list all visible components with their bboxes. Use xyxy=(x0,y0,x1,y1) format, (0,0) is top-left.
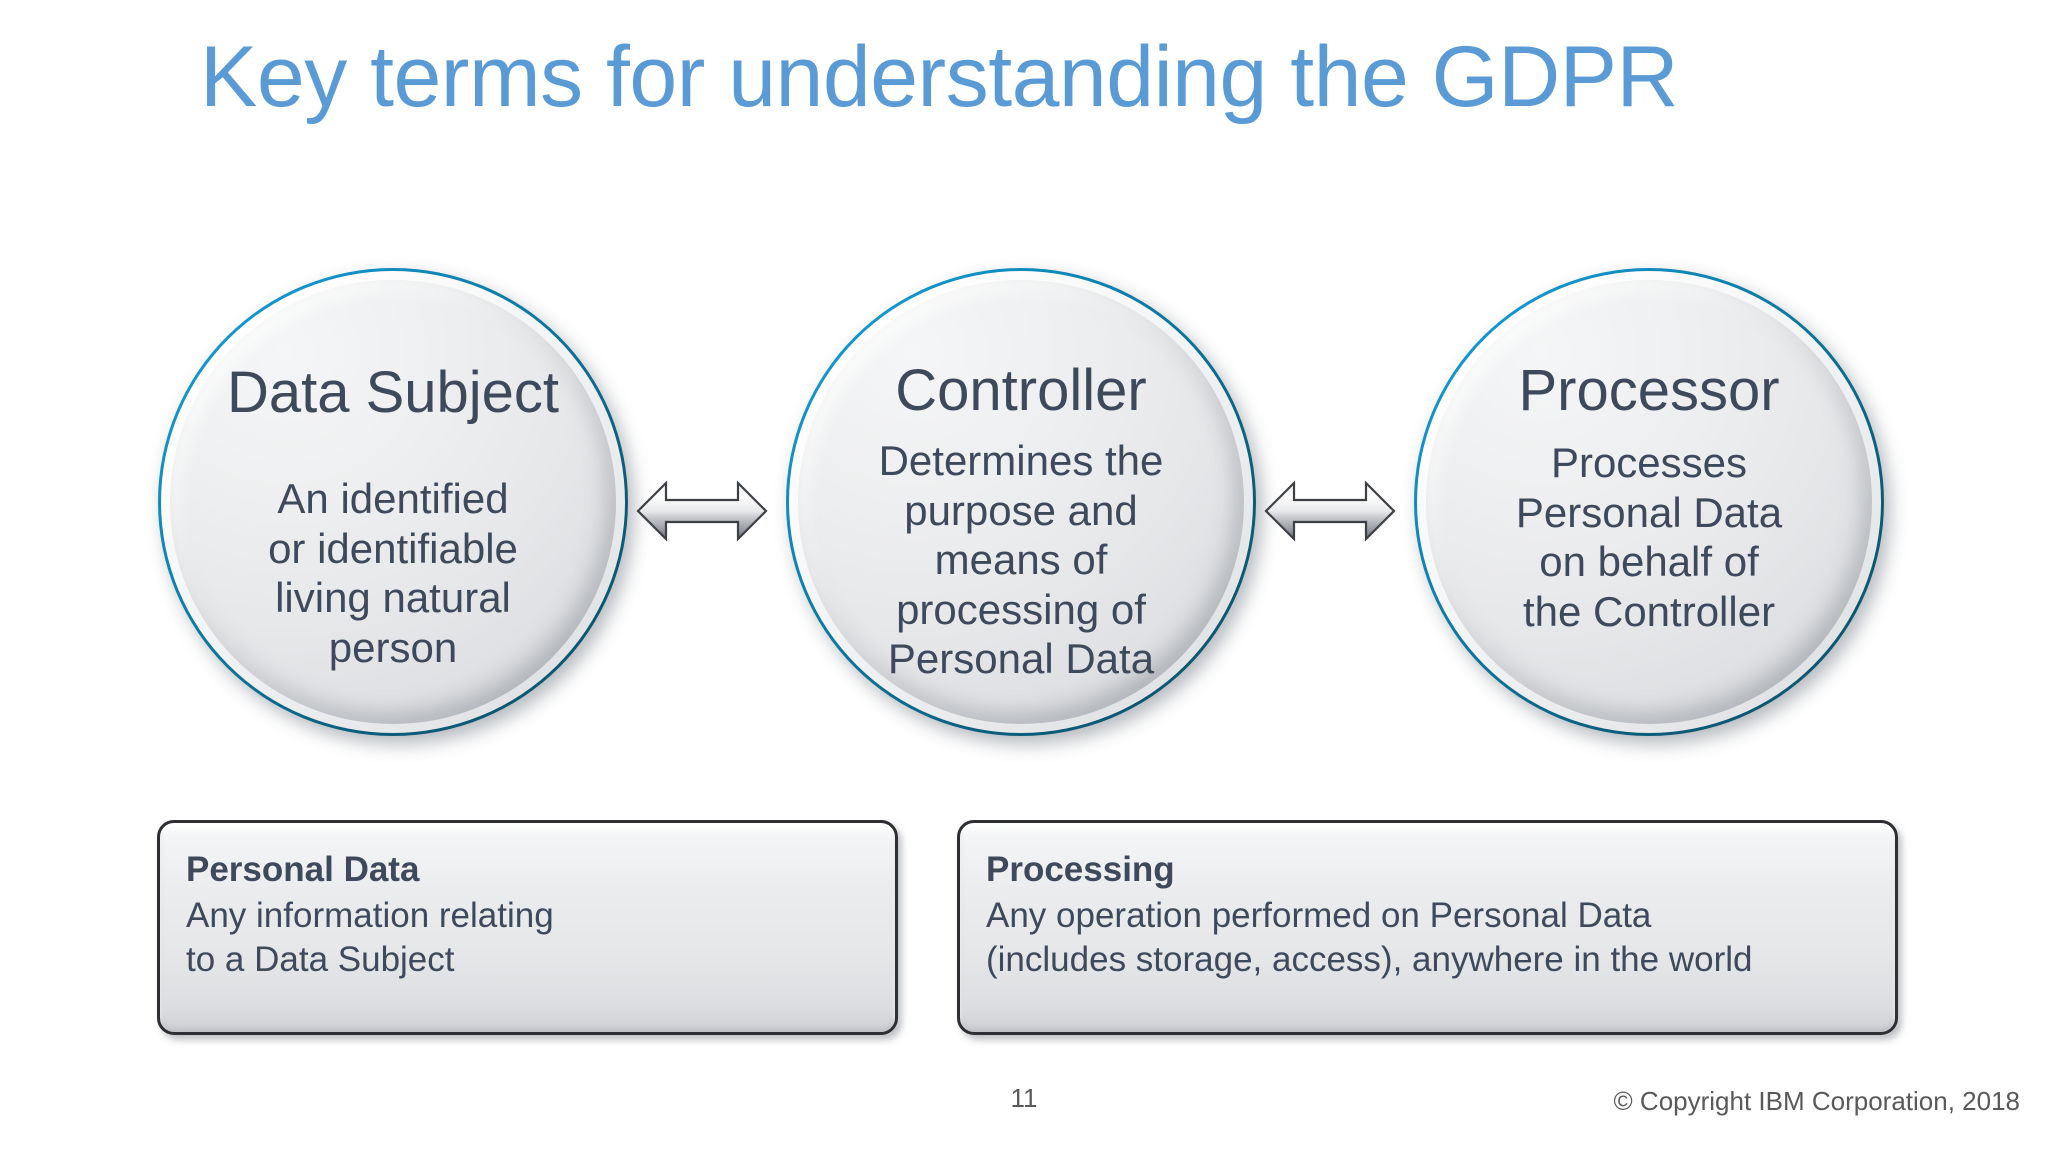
circle-face: Processor Processes Personal Data on beh… xyxy=(1426,280,1872,724)
circle-body-line: Processes xyxy=(1550,439,1748,486)
circle-body-line: Personal Data xyxy=(1515,488,1783,536)
circle-heading-controller: Controller xyxy=(895,358,1147,423)
definition-box-line: to a Data Subject xyxy=(186,940,455,980)
double-headed-arrow-icon xyxy=(1264,473,1396,549)
circle-body-line: or identifiable xyxy=(268,524,518,572)
circle-processor[interactable]: Processor Processes Personal Data on beh… xyxy=(1414,268,1884,736)
definition-box-personal-data[interactable]: Personal Data Any information relating t… xyxy=(157,820,898,1035)
circle-body-controller: Determines the purpose and means of proc… xyxy=(879,436,1164,684)
circle-highlight-ring: Controller Determines the purpose and me… xyxy=(789,271,1253,733)
circle-highlight-ring: Data Subject An identified or identifiab… xyxy=(161,271,625,733)
circle-body-line: Personal Data xyxy=(887,635,1155,683)
definition-box-processing[interactable]: Processing Any operation performed on Pe… xyxy=(957,820,1898,1035)
copyright-notice: © Copyright IBM Corporation, 2018 xyxy=(1613,1086,2020,1116)
definition-box-line: Any information relating xyxy=(186,895,554,935)
circle-data-subject[interactable]: Data Subject An identified or identifiab… xyxy=(158,268,628,736)
circle-face: Data Subject An identified or identifiab… xyxy=(170,280,616,724)
circle-body-line: Determines the xyxy=(878,437,1164,484)
page-title: Key terms for understanding the GDPR xyxy=(200,29,1679,125)
circle-body-data-subject: An identified or identifiable living nat… xyxy=(268,474,518,672)
circle-body-line: living natural xyxy=(275,574,511,622)
circle-body-line: An identified xyxy=(277,475,509,522)
definition-box-line: (includes storage, access), anywhere in … xyxy=(986,940,1753,980)
circle-body-line: the Controller xyxy=(1522,587,1776,635)
double-headed-arrow-icon xyxy=(636,473,768,549)
circle-face: Controller Determines the purpose and me… xyxy=(798,280,1244,724)
circle-controller[interactable]: Controller Determines the purpose and me… xyxy=(786,268,1256,736)
circle-heading-processor: Processor xyxy=(1518,358,1780,423)
definition-box-line: Any operation performed on Personal Data xyxy=(986,895,1652,935)
circle-body-line: on behalf of xyxy=(1539,538,1759,586)
definition-box-title: Personal Data xyxy=(186,850,420,889)
circle-highlight-ring: Processor Processes Personal Data on beh… xyxy=(1417,271,1881,733)
definition-box-title: Processing xyxy=(986,850,1175,889)
circle-body-line: person xyxy=(328,623,458,671)
circle-heading-data-subject: Data Subject xyxy=(226,360,560,425)
circle-body-line: purpose and xyxy=(904,486,1138,534)
circle-body-line: processing of xyxy=(896,585,1146,633)
circle-body-line: means of xyxy=(934,536,1108,584)
circle-body-processor: Processes Personal Data on behalf of the… xyxy=(1516,438,1782,636)
page-number: 11 xyxy=(1010,1083,1038,1113)
